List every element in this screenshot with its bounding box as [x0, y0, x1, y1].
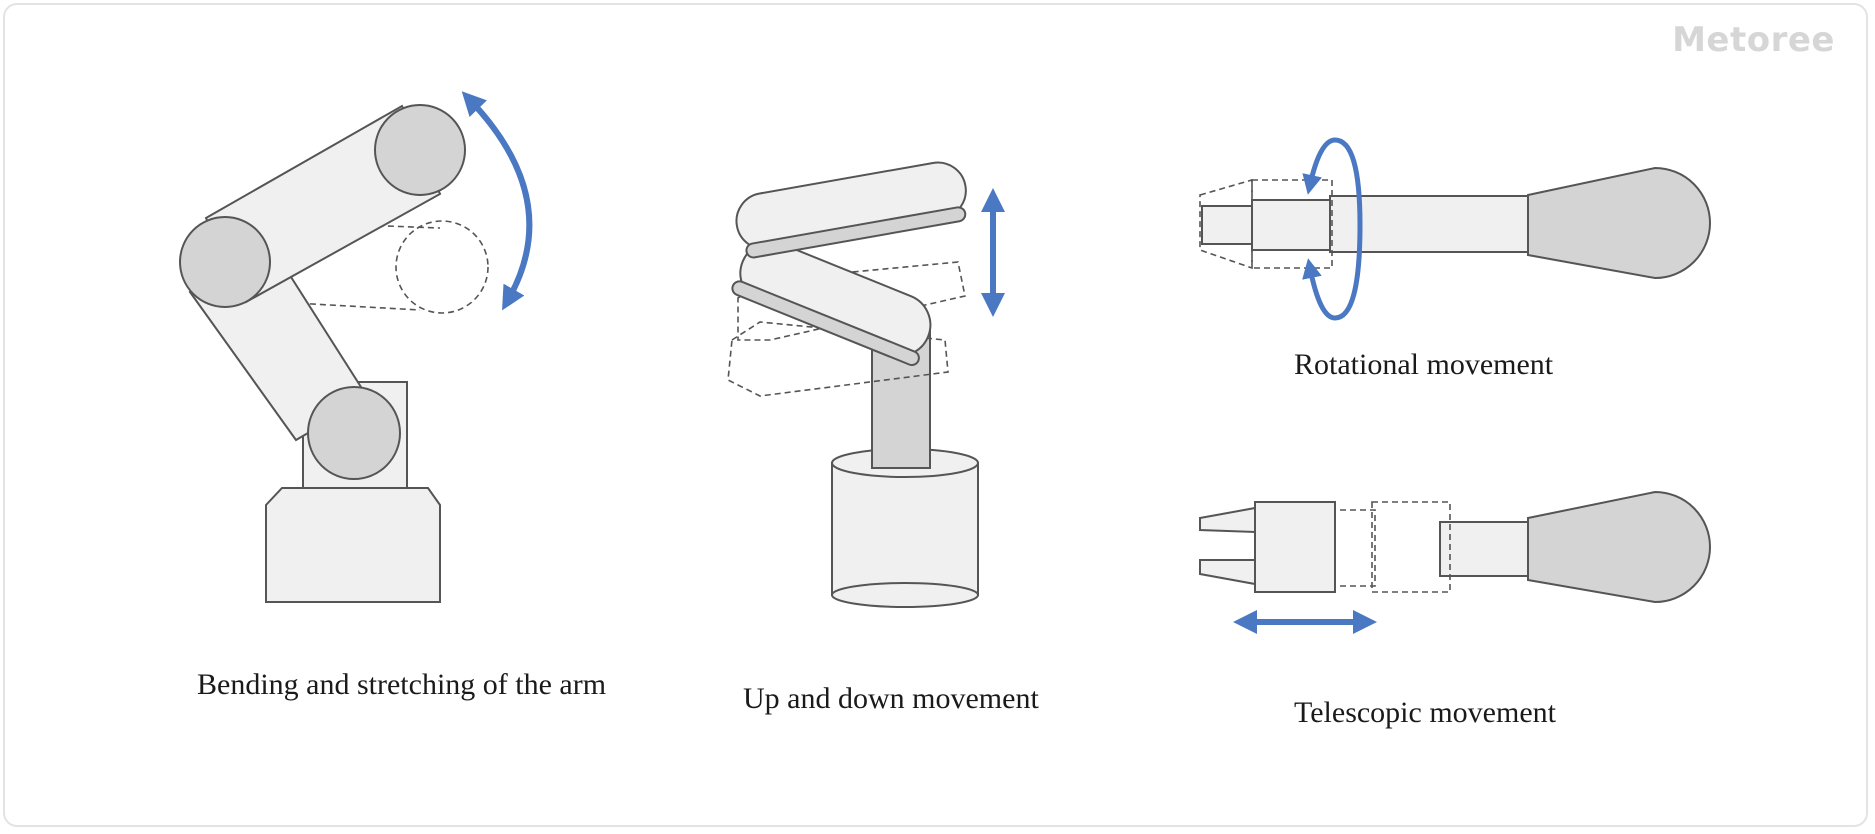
rotation-arrow-lower — [1302, 224, 1363, 321]
rotational-gripper-figure — [1199, 137, 1711, 321]
telescopic-gripper-figure — [1199, 490, 1711, 634]
wrist-joint — [374, 104, 466, 196]
gripper-finger-top — [1199, 506, 1256, 534]
bend-arrow — [461, 91, 533, 311]
gripper-finger-bottom — [1199, 559, 1256, 586]
brand-watermark: Metoree — [1672, 20, 1835, 60]
bending-robot-figure — [179, 91, 533, 603]
caption-telescopic: Telescopic movement — [1294, 696, 1556, 729]
rotational-shaft — [1329, 195, 1529, 253]
rotation-arrow-upper — [1302, 137, 1363, 226]
caption-updown: Up and down movement — [743, 682, 1039, 715]
ghost-joint — [395, 220, 489, 314]
robot-base — [265, 487, 441, 603]
updown-robot-figure — [727, 161, 1005, 608]
caption-rotational: Rotational movement — [1294, 348, 1554, 381]
telescopic-handle — [1527, 490, 1711, 604]
elbow-joint — [179, 216, 271, 308]
rotational-handle — [1527, 166, 1711, 280]
base-joint — [307, 386, 401, 480]
rotational-tool — [1251, 199, 1331, 251]
cylinder-body — [831, 462, 979, 596]
caption-bending: Bending and stretching of the arm — [197, 668, 607, 701]
telescopic-shaft — [1439, 521, 1529, 577]
telescopic-tool — [1254, 501, 1336, 593]
